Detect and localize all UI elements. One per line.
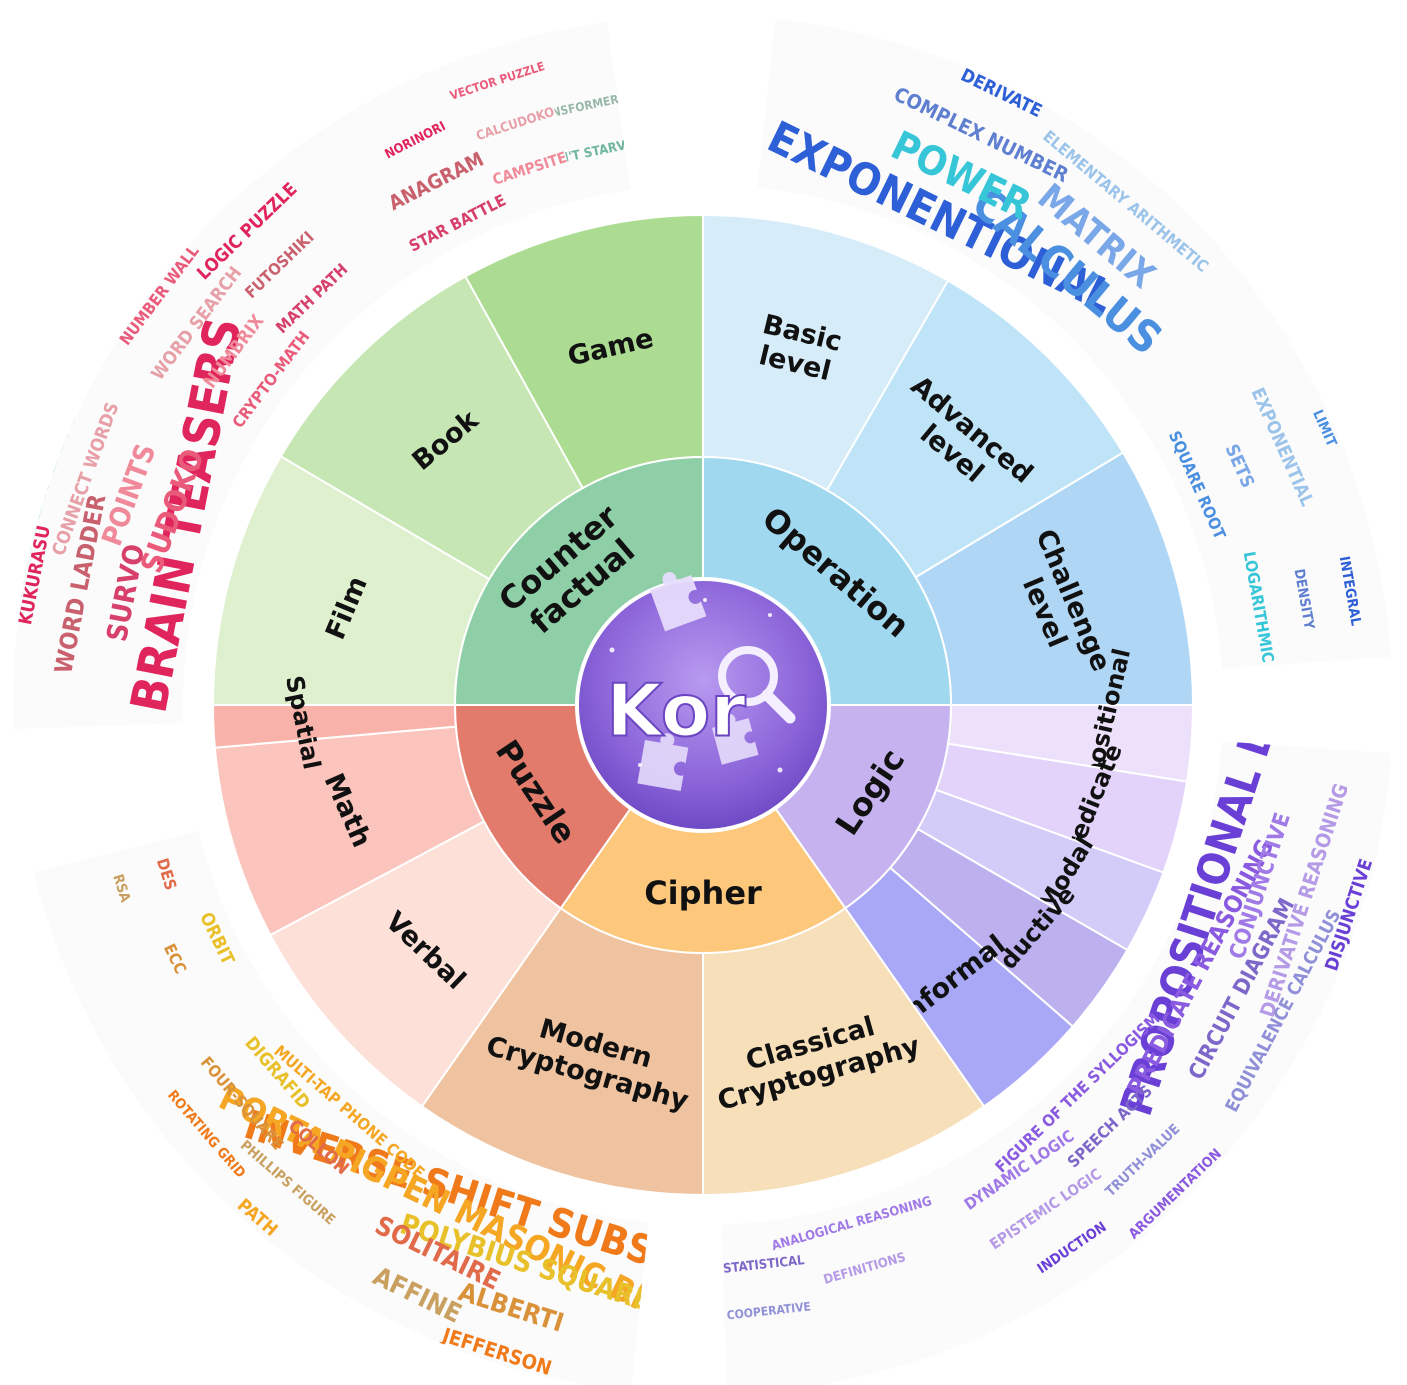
category-label-cipher: Cipher: [644, 874, 762, 912]
puzzle-piece-icon: [650, 572, 707, 632]
logo-badge: [575, 577, 831, 833]
logo-text: Kor: [606, 669, 746, 753]
magnifier-icon: [718, 646, 796, 724]
word-cloud-backdrop-operation: [757, 18, 1392, 669]
kor-logo: Kor: [575, 572, 831, 833]
category-label-cipher-line: Cipher: [644, 874, 762, 912]
puzzle-piece-icon: [712, 713, 759, 765]
word-cloud-backdrop-puzzle: [12, 35, 578, 730]
word-cloud-puzzle: WORD BRAIN TEASERSSUDOKOSURVOPOINTSWORD …: [12, 35, 578, 730]
word-cloud-backdrop-cipher: [33, 830, 649, 1385]
word-cloud-backdrop-logic: [721, 741, 1392, 1385]
sparkle-icon: [609, 598, 783, 773]
puzzle-piece-icon: [637, 733, 689, 791]
